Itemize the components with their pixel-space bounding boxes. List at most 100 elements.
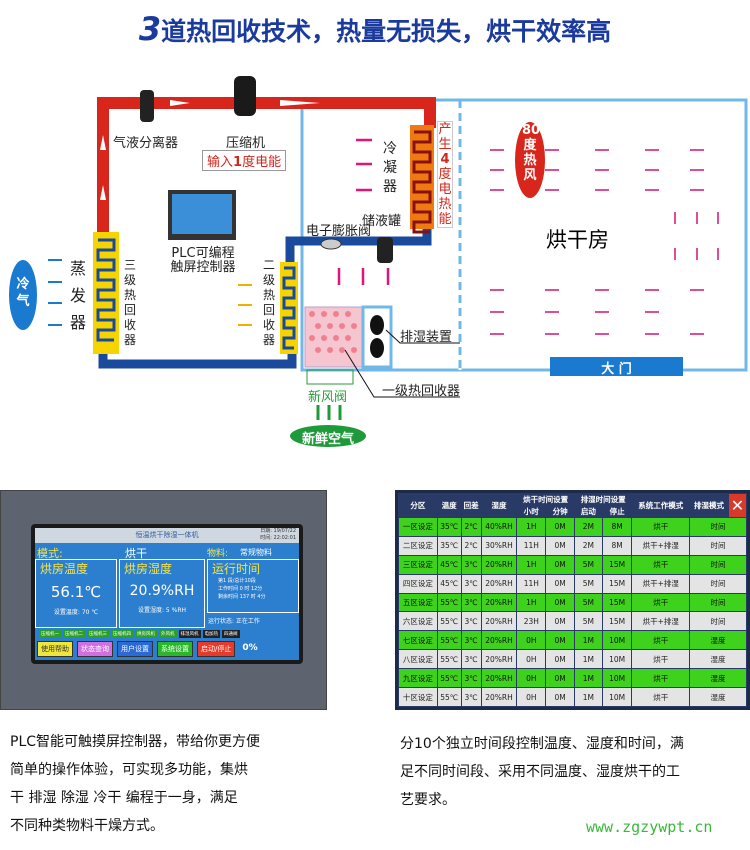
table-cell: 55℃ <box>436 611 462 632</box>
table-cell: 1H <box>516 517 547 537</box>
table-cell: 烘干 <box>631 687 691 707</box>
mode-label: 模式: <box>37 547 63 560</box>
table-cell: 0M <box>545 573 575 594</box>
user-settings-button[interactable]: 用户设置 <box>117 641 153 657</box>
table-cell: 湿度 <box>689 687 747 707</box>
table-cell: 20%RH <box>480 687 518 707</box>
table-cell: 3℃ <box>460 592 482 613</box>
table-cell: 烘干 <box>631 668 691 689</box>
table-cell: 0H <box>516 687 547 707</box>
separator-icon <box>140 90 154 122</box>
table-cell: 2℃ <box>460 517 482 537</box>
table-cell: 8M <box>601 517 633 537</box>
status-query-button[interactable]: 状态查询 <box>77 641 113 657</box>
table-cell: 1M <box>573 687 603 707</box>
table-cell: 0M <box>545 535 575 556</box>
table-cell: 55℃ <box>436 630 462 651</box>
start-stop-button[interactable]: 启动/停止 <box>197 641 236 657</box>
table-cell: 20%RH <box>480 668 518 689</box>
drying-room-label: 烘干房 <box>546 228 609 252</box>
cold-air-label: 冷气 <box>16 277 30 309</box>
table-cell: 23H <box>516 611 547 632</box>
table-cell: 40%RH <box>480 517 518 537</box>
table-cell: 九区设定 <box>398 668 438 689</box>
status-item: 压缩机二 <box>63 630 85 638</box>
table-cell: 烘干+排湿 <box>631 611 691 632</box>
table-cell: 10M <box>601 687 633 707</box>
table-cell: 烘干+排湿 <box>631 535 691 556</box>
table-cell: 5M <box>573 592 603 613</box>
help-button[interactable]: 使用帮助 <box>37 641 73 657</box>
table-cell: 8M <box>601 535 633 556</box>
table-cell: 1H <box>516 592 547 613</box>
table-cell: 20%RH <box>480 611 518 632</box>
status-item: 压缩机一 <box>39 630 61 638</box>
produce-energy-label: 产生4度电热能 <box>437 121 453 228</box>
table-cell: 1H <box>516 554 547 575</box>
table-cell: 10M <box>601 668 633 689</box>
watermark: www.zgzywpt.cn <box>586 818 713 836</box>
table-cell: 时间 <box>689 592 747 613</box>
table-cell: 0M <box>545 592 575 613</box>
table-cell: 三区设定 <box>398 554 438 575</box>
table-cell: 时间 <box>689 611 747 632</box>
stage2-label: 二级热回收器 <box>262 258 275 347</box>
heat-pump-diagram <box>9 76 748 447</box>
table-cell: 15M <box>601 573 633 594</box>
status-item: 压缩机三 <box>87 630 109 638</box>
table-cell: 3℃ <box>460 573 482 594</box>
run-state: 运行状态: 正在工作 <box>208 618 260 625</box>
condenser-label: 冷凝器 <box>383 141 397 195</box>
input-energy-label: 输入1度电能 <box>202 150 287 171</box>
left-caption: PLC智能可触摸屏控制器，带给你更方便简单的操作体验，可实现多功能，集烘干 排湿… <box>10 734 261 834</box>
return-pipe <box>98 352 297 369</box>
hot-air-badge <box>515 122 545 198</box>
table-cell: 一区设定 <box>398 517 438 537</box>
table-cell: 1M <box>573 649 603 670</box>
table-cell: 35℃ <box>436 517 462 537</box>
table-cell: 55℃ <box>436 592 462 613</box>
table-cell: 湿度 <box>689 649 747 670</box>
table-cell: 55℃ <box>436 687 462 707</box>
close-button[interactable]: ✕ <box>727 493 748 518</box>
table-cell: 15M <box>601 611 633 632</box>
table-cell: 35℃ <box>436 535 462 556</box>
mode-value: 烘干 <box>125 547 147 560</box>
table-cell: 时间 <box>689 554 747 575</box>
table-cell: 55℃ <box>436 668 462 689</box>
table-cell: 20%RH <box>480 630 518 651</box>
system-settings-button[interactable]: 系统设置 <box>157 641 193 657</box>
status-item: 压缩机四 <box>111 630 133 638</box>
table-cell: 2M <box>573 535 603 556</box>
table-cell: 15M <box>601 554 633 575</box>
fresh-air-badge <box>290 425 366 447</box>
table-cell: 5M <box>573 611 603 632</box>
table-cell: 0H <box>516 649 547 670</box>
status-item: 电加热 <box>202 630 220 638</box>
cold-air-badge <box>9 260 37 330</box>
table-cell: 0M <box>545 668 575 689</box>
expansion-valve-icon <box>320 238 342 250</box>
table-cell: 2M <box>573 517 603 537</box>
table-cell: 湿度 <box>689 668 747 689</box>
table-cell: 时间 <box>689 517 747 537</box>
compressor-label: 压缩机 <box>226 136 266 151</box>
dehumidifier-label: 排湿装置 <box>400 330 453 345</box>
stage3-label: 三级热回收器 <box>123 258 136 347</box>
hot-air-label: 80度热风 <box>522 123 541 183</box>
separator-label: 气液分离器 <box>113 136 179 151</box>
receiver-icon <box>377 237 393 263</box>
material-value: 常规物料 <box>240 548 272 557</box>
table-cell: 五区设定 <box>398 592 438 613</box>
